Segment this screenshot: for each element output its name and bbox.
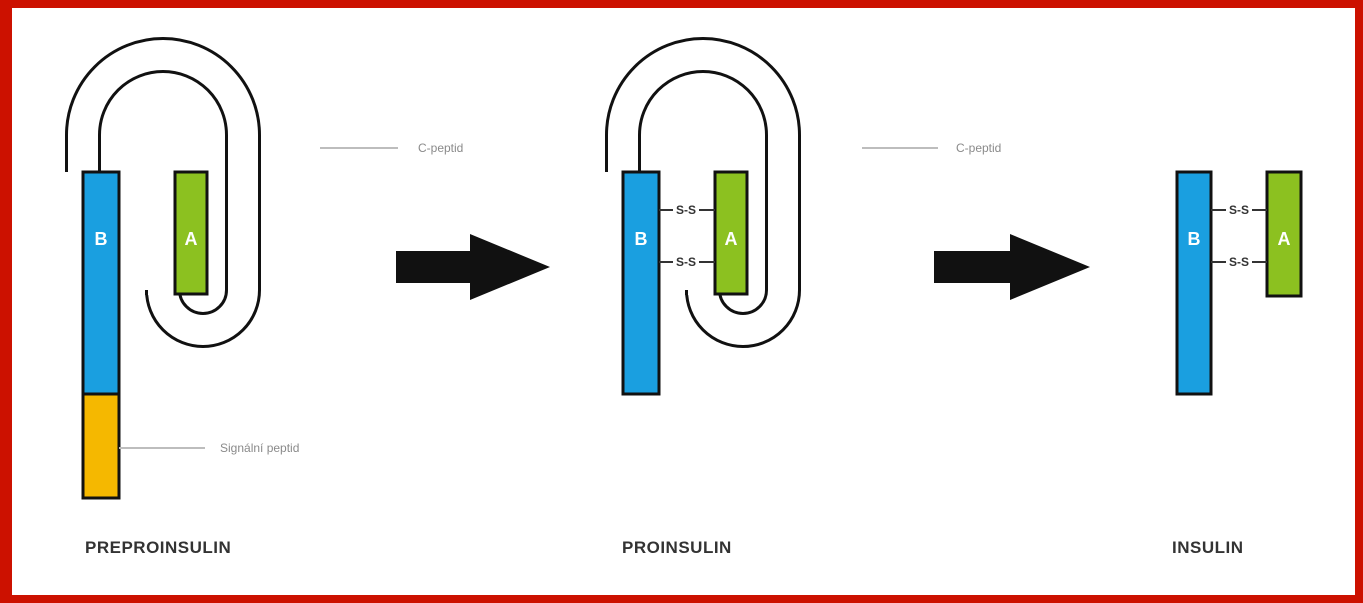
stage-label-insulin: INSULIN [1172,538,1244,557]
insulin-structure: S-S S-S B A [1175,170,1303,396]
c-peptide-loop-2-fill [608,40,798,345]
stage-label-proinsulin: PROINSULIN [622,538,732,557]
disulfide-label: S-S [1229,255,1249,269]
signal-peptide [81,392,121,500]
c-peptide-label: C-peptid [418,141,463,155]
disulfide-label: S-S [676,255,696,269]
c-peptide-label: C-peptid [956,141,1001,155]
arrow-right-icon [934,234,1090,300]
a-chain-label: A [725,229,738,249]
b-chain-1 [81,170,121,396]
a-chain-label: A [1278,229,1291,249]
a-chain-3 [1265,170,1303,298]
signal-peptide-label: Signální peptid [220,441,299,455]
stage-label-preproinsulin: PREPROINSULIN [85,538,231,557]
a-chain-label: A [185,229,198,249]
b-chain-label: B [635,229,648,249]
preproinsulin-structure: B A [65,37,261,500]
disulfide-label-bg [673,202,699,218]
proinsulin-structure: S-S S-S B A [605,37,801,396]
disulfide-label: S-S [1229,203,1249,217]
a-chain-2 [713,170,749,296]
disulfide-label-bg [673,254,699,270]
disulfide-label-bg [1226,202,1252,218]
a-chain-1 [173,170,209,296]
arrow-right-icon [396,234,550,300]
disulfide-label-bg [1226,254,1252,270]
c-peptide-loop-1-fill [68,40,258,345]
b-chain-3 [1175,170,1213,396]
b-chain-2 [621,170,661,396]
disulfide-label: S-S [676,203,696,217]
b-chain-label: B [95,229,108,249]
b-chain-label: B [1188,229,1201,249]
